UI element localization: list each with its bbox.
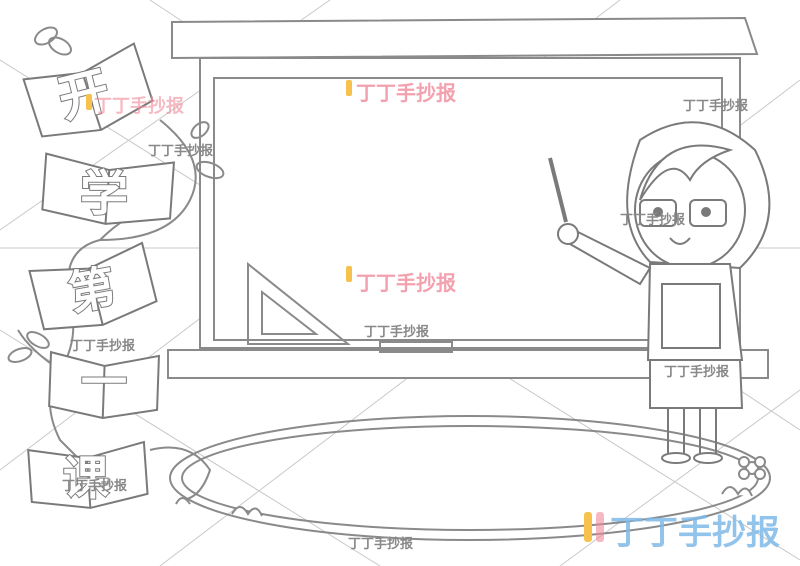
set-square	[247, 261, 351, 345]
teacher	[548, 121, 771, 464]
watermark-brand-large: 丁丁手抄报	[610, 513, 780, 553]
watermark-gray-2: 丁丁手抄报	[148, 143, 214, 159]
book-1	[22, 42, 154, 138]
glasses-left	[639, 199, 677, 227]
title-books	[22, 42, 176, 509]
teacher-skirt	[649, 359, 744, 409]
pointer-stick	[548, 157, 568, 223]
book-3	[28, 241, 158, 331]
brand-logo-3: 丁丁手抄报	[86, 94, 184, 117]
title-char-3: 第	[65, 259, 120, 320]
watermark-gray-7: 丁丁手抄报	[62, 478, 128, 494]
book-5	[27, 440, 149, 509]
watermark-brand-3: 丁丁手抄报	[94, 95, 184, 117]
watermark-logos: 丁丁手抄报 丁丁手抄报 丁丁手抄报 丁丁手抄报	[86, 80, 780, 553]
watermark-gray-1: 丁丁手抄报	[683, 98, 749, 114]
watermark-gray-6: 丁丁手抄报	[664, 364, 730, 380]
book-4	[48, 350, 160, 419]
watermark-gray-5: 丁丁手抄报	[70, 338, 136, 354]
brand-logo-1: 丁丁手抄报	[346, 80, 456, 105]
watermark-brand-2: 丁丁手抄报	[356, 271, 456, 295]
flowers	[175, 456, 766, 517]
teacher-clipboard	[661, 283, 721, 349]
watermark-gray-texts: 丁丁手抄报 丁丁手抄报 丁丁手抄报 丁丁手抄报 丁丁手抄报 丁丁手抄报 丁丁手抄…	[62, 98, 749, 552]
title-char-5: 课	[63, 451, 110, 505]
title-char-4: 一	[81, 355, 127, 409]
title-char-2: 学	[80, 166, 128, 222]
watermark-brand-1: 丁丁手抄报	[356, 81, 456, 105]
ruler	[379, 341, 453, 353]
title-characters: 开 学 第 一 课	[52, 60, 129, 506]
watermark-gray-8: 丁丁手抄报	[348, 536, 414, 552]
glasses-right	[689, 199, 727, 227]
brand-logo-2: 丁丁手抄报	[346, 266, 456, 295]
watermark-gray-4: 丁丁手抄报	[364, 324, 430, 340]
watermark-gray-3: 丁丁手抄报	[620, 212, 686, 228]
blackboard-top-rail	[171, 16, 759, 60]
book-2	[41, 152, 176, 225]
brand-logo-4: 丁丁手抄报	[584, 512, 780, 553]
